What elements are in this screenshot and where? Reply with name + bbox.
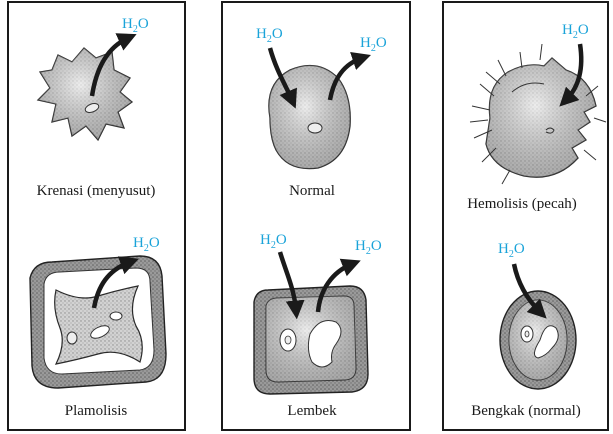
flaccid-cell [254,286,368,394]
turgid-cell [500,291,576,389]
plasmolysis-cell [30,256,166,388]
crenated-cell [38,48,132,140]
h2o-label: H2O [355,238,382,257]
h2o-label: H2O [256,26,283,45]
h2o-label: H2O [122,16,149,35]
h2o-label: H2O [360,35,387,54]
caption-turgid: Bengkak (normal) [471,403,581,419]
caption-hemolysis: Hemolisis (pecah) [467,196,577,212]
caption-crenation: Krenasi (menyusut) [37,183,156,199]
caption-normal: Normal [289,183,335,199]
caption-plasmolysis: Plamolisis [65,403,128,419]
caption-flaccid: Lembek [287,403,337,419]
h2o-label: H2O [133,235,160,254]
h2o-label: H2O [260,232,287,251]
hemolysed-cell [470,44,606,184]
h2o-label: H2O [498,241,525,260]
h2o-label: H2O [562,22,589,41]
